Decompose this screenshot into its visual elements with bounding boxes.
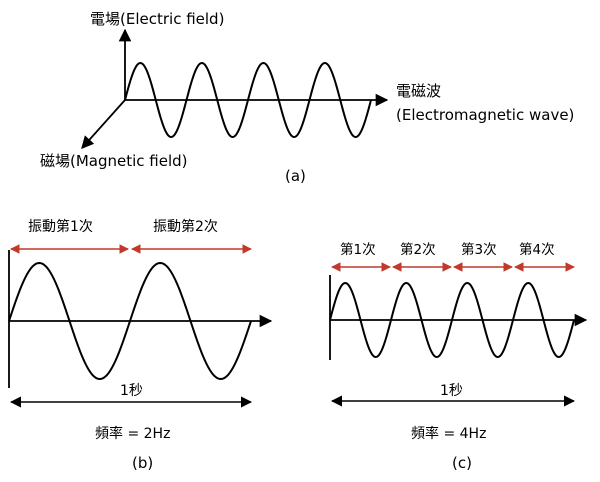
- em-wave-label-cn: 電磁波: [396, 82, 442, 100]
- panel-b-duration-label: 1秒: [120, 383, 143, 399]
- electromagnetic-wave-curve: [124, 61, 372, 139]
- panel-c-duration-label: 1秒: [440, 383, 463, 399]
- panel-b-frequency-label: 頻率 = 2Hz: [95, 426, 171, 442]
- em-wave-label-en: (Electromagnetic wave): [396, 106, 575, 124]
- panel-c-vibration-3-label: 第3次: [461, 242, 497, 258]
- panel-b-vibration-1-label: 振動第1次: [28, 219, 93, 235]
- panel-c-wave-curve: [329, 281, 575, 359]
- panel-c-vibration-4-label: 第4次: [519, 242, 555, 258]
- magnetic-field-axis: [81, 99, 126, 149]
- panel-b-caption: (b): [132, 454, 154, 472]
- panel-c-caption: (c): [452, 454, 472, 472]
- panel-c-vibration-1-label: 第1次: [340, 242, 376, 258]
- panel-a-caption: (a): [285, 167, 306, 185]
- panel-c-frequency-label: 頻率 = 4Hz: [411, 426, 487, 442]
- panel-b-vibration-2-label: 振動第2次: [153, 219, 218, 235]
- panel-b-wave-curve: [8, 261, 252, 381]
- magnetic-field-label: 磁場(Magnetic field): [40, 152, 188, 170]
- electric-field-label: 電場(Electric field): [90, 10, 225, 28]
- panel-c-vibration-2-label: 第2次: [400, 242, 436, 258]
